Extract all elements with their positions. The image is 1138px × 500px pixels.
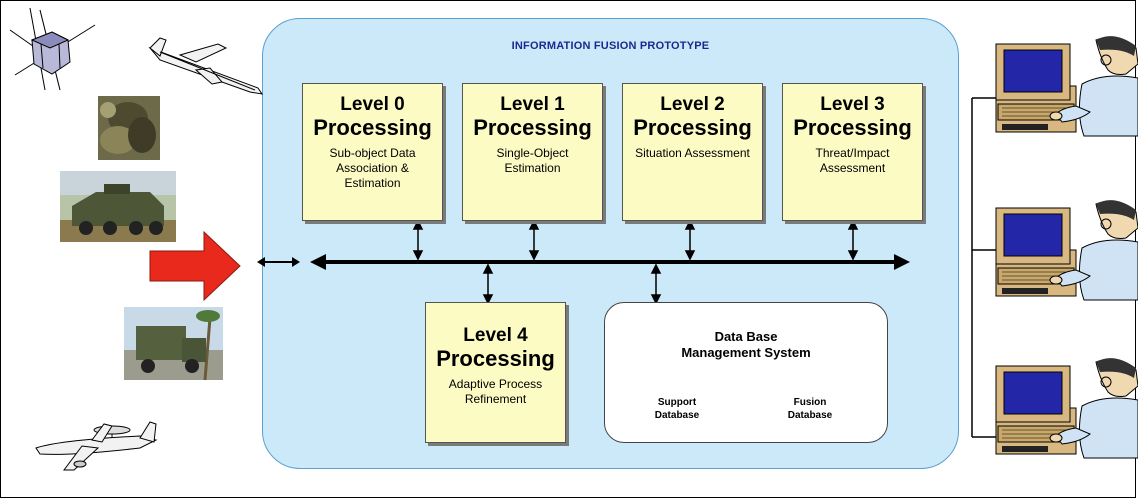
input-arrow-icon <box>149 230 241 302</box>
fusion-database-label-2: Database <box>787 410 833 421</box>
level-1-processing-label: Processing <box>473 115 592 140</box>
level-0-processing-box: Level 0 Processing Sub-object Data Assoc… <box>302 83 443 221</box>
level-1-description: Single-Object Estimation <box>496 146 569 175</box>
level-4-processing-label: Processing <box>436 346 555 371</box>
support-database-label-1: Support <box>657 397 697 408</box>
level-0-label: Level 0 <box>340 94 405 115</box>
level-3-processing-label: Processing <box>793 115 912 140</box>
operator-workstation-3 <box>995 357 1138 459</box>
level-0-description: Sub-object Data Association & Estimation <box>329 146 416 190</box>
data-bus <box>310 254 910 270</box>
operator-workstation-2 <box>995 199 1138 301</box>
dbms-panel: Data Base Management System <box>604 302 888 443</box>
dbms-title-line2: Management System <box>681 345 811 360</box>
operator-workstation-1 <box>995 35 1138 137</box>
level-0-processing-label: Processing <box>313 115 432 140</box>
input-connector-arrow <box>257 257 300 267</box>
level-3-processing-box: Level 3 Processing Threat/Impact Assessm… <box>782 83 923 221</box>
level-1-processing-box: Level 1 Processing Single-Object Estimat… <box>462 83 603 221</box>
level-2-description: Situation Assessment <box>635 146 750 160</box>
level-2-label: Level 2 <box>660 94 725 115</box>
armored-vehicle-photo <box>60 171 176 242</box>
prototype-title: INFORMATION FUSION PROTOTYPE <box>511 40 710 52</box>
support-database-label-2: Database <box>654 410 700 421</box>
fusion-database-label-1: Fusion <box>793 397 827 408</box>
level-4-label: Level 4 <box>463 325 528 346</box>
camouflaged-soldier-photo <box>98 96 160 160</box>
military-truck-photo <box>124 307 223 381</box>
level-3-description: Threat/Impact Assessment <box>815 146 890 175</box>
level-4-description: Adaptive Process Refinement <box>448 377 543 406</box>
level-1-label: Level 1 <box>500 94 565 115</box>
level-4-processing-box: Level 4 Processing Adaptive Process Refi… <box>425 302 566 443</box>
dbms-title-line1: Data Base <box>714 329 778 344</box>
satellite-icon <box>9 7 96 91</box>
level-2-processing-box: Level 2 Processing Situation Assessment <box>622 83 763 221</box>
awacs-aircraft-icon <box>35 421 158 471</box>
drone-aircraft-icon <box>148 37 264 95</box>
level-2-processing-label: Processing <box>633 115 752 140</box>
level-3-label: Level 3 <box>820 94 885 115</box>
level-bus-connectors <box>412 219 859 305</box>
